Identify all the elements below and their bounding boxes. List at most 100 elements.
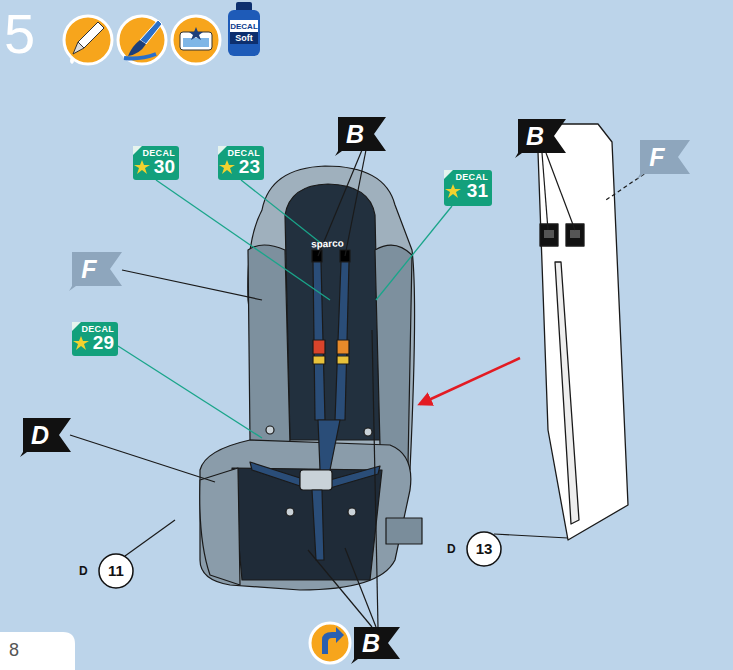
glue-icon	[78, 22, 104, 48]
paint-leader-line	[308, 550, 372, 627]
part-number-shape	[99, 554, 133, 588]
brush-icon	[124, 54, 156, 59]
paint-flag-text: D	[23, 418, 57, 452]
step-number: 5	[4, 4, 35, 64]
decal-tag-text: 31	[467, 181, 488, 201]
decal-tag-shape	[134, 160, 150, 174]
seat-illustration	[337, 340, 349, 354]
seat-illustration	[250, 462, 300, 486]
paint-flag: F	[72, 252, 122, 286]
part-number-text: D	[447, 542, 456, 556]
decal-leader-line	[376, 206, 452, 300]
paint-flag-shape	[20, 452, 27, 457]
paint-leader-line	[70, 435, 215, 482]
seat-illustration	[313, 340, 325, 354]
seat-illustration	[200, 468, 240, 585]
rotate-icon	[310, 623, 350, 663]
seat-illustration	[200, 166, 422, 590]
brand-logo: sparco	[311, 237, 344, 249]
glue-icon	[64, 16, 112, 64]
paint-leader-line	[372, 330, 378, 627]
seat-illustration	[312, 250, 322, 262]
backboard-part	[570, 230, 580, 238]
paint-leader-dashed	[606, 170, 650, 200]
brush-icon	[118, 16, 166, 64]
decal-leader-line	[241, 180, 322, 244]
seat-illustration	[364, 428, 372, 436]
paint-leader-line	[122, 270, 262, 300]
seat-illustration	[248, 166, 415, 480]
decal-soft-bottle: DECAL Soft	[224, 2, 264, 56]
page-number-tab-text: 8	[9, 640, 19, 661]
part-number-shape	[467, 532, 501, 566]
paint-flag-shape	[23, 418, 71, 452]
paint-leader-line	[345, 150, 366, 256]
paint-leader-line	[345, 548, 376, 627]
decal-tag-shape	[218, 146, 264, 180]
seat-illustration	[248, 245, 290, 445]
seat-illustration	[348, 508, 356, 516]
paint-leader-line	[70, 150, 575, 627]
part-number: D 11	[78, 553, 136, 589]
paint-flag-shape	[637, 174, 644, 179]
decal-water-icon	[172, 16, 220, 64]
paint-flag-text: F	[640, 140, 674, 174]
paint-flag: B	[338, 117, 386, 151]
decal-tag-shape	[444, 170, 453, 179]
decal-tag-text: 29	[93, 333, 114, 353]
seat-illustration	[335, 262, 349, 420]
part-number-text: D	[79, 564, 88, 578]
decal-tag-shape	[73, 336, 89, 350]
paint-flag-text: B	[518, 119, 552, 153]
brush-icon	[140, 20, 162, 44]
decal-water-icon	[183, 38, 209, 47]
part-number-text: 11	[99, 562, 133, 579]
decal-water-icon	[189, 27, 203, 40]
decal-tag-text: 30	[154, 157, 175, 177]
paint-flag-text: B	[354, 627, 388, 659]
seat-illustration	[300, 470, 332, 490]
rotate-icon	[310, 623, 350, 663]
paint-flag-outline	[72, 252, 122, 286]
decal-tag-shape	[133, 146, 142, 155]
paint-flag-shape	[69, 286, 76, 291]
decal-water-icon	[172, 16, 220, 64]
paint-flag-text: F	[72, 252, 106, 286]
seat-illustration	[312, 490, 324, 560]
paint-leader-line	[546, 153, 575, 230]
decal-tag-shape	[444, 170, 492, 206]
glue-icon	[64, 16, 112, 64]
seat-illustration	[313, 262, 325, 420]
paint-flag-shape	[338, 117, 386, 151]
paint-flag-shape	[72, 252, 122, 286]
paint-flag-text: B	[338, 117, 372, 151]
seat-illustration	[318, 420, 340, 470]
paint-flag: B	[354, 627, 400, 659]
paint-flag-shape	[335, 151, 342, 156]
seat-illustration	[200, 440, 411, 590]
part-number: D13	[446, 531, 504, 567]
decal-tag-shape	[72, 322, 118, 356]
decal-tag-shape	[219, 160, 235, 174]
backboard-part	[537, 124, 628, 540]
decal-soft-bottle-text: Soft	[228, 33, 260, 43]
backboard-part	[566, 224, 584, 246]
seat-illustration	[386, 518, 422, 544]
decal-tag-shape	[133, 146, 179, 180]
backboard-part	[540, 224, 558, 246]
paint-leader-line	[494, 534, 568, 538]
decal-tag: DECAL23	[218, 146, 264, 180]
decal-leader-line	[156, 180, 330, 300]
decal-soft-bottle-text: DECAL	[228, 22, 260, 31]
paint-flag-shape	[351, 659, 358, 664]
brush-icon	[128, 40, 146, 56]
page-number-tab: 8	[0, 632, 75, 670]
paint-flag-shape	[515, 153, 522, 158]
seat-illustration	[330, 466, 380, 488]
seat-illustration	[286, 508, 294, 516]
glue-icon	[70, 56, 74, 64]
assembly-arrow	[420, 358, 520, 404]
